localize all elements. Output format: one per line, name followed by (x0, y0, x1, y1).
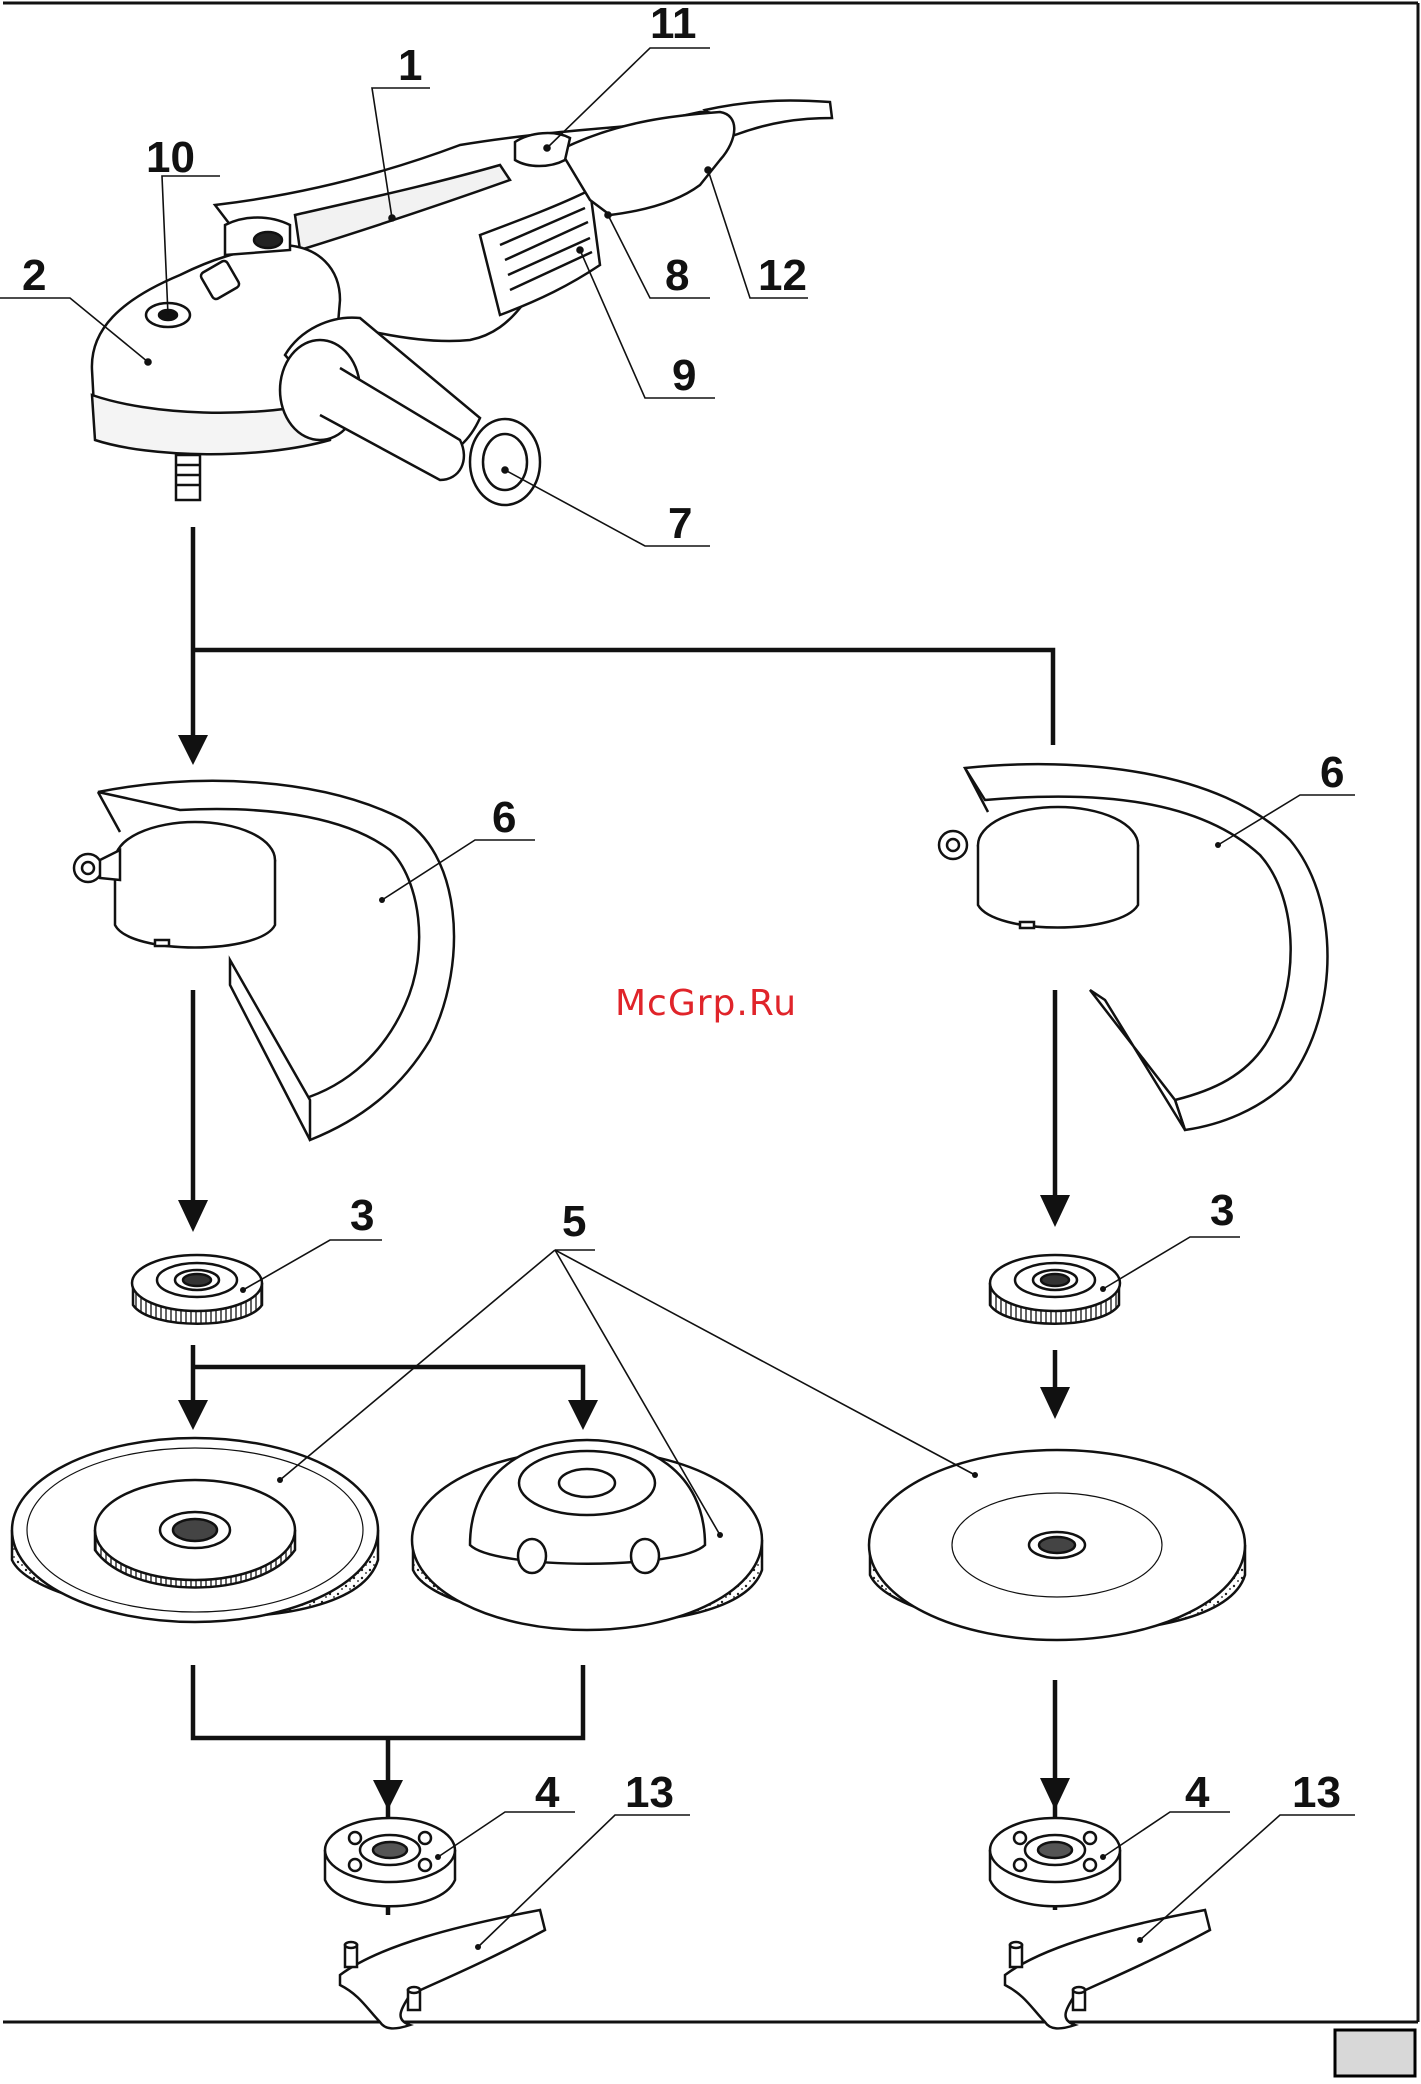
guard-right (939, 764, 1328, 1130)
flange-nut-right (990, 1255, 1120, 1324)
leader-4-right (1103, 1812, 1230, 1857)
label-3-left: 3 (350, 1191, 374, 1240)
guard-left (74, 781, 454, 1140)
label-12: 12 (758, 251, 807, 300)
label-7: 7 (668, 499, 692, 548)
disc-cup-grinding (412, 1440, 762, 1630)
label-11: 11 (650, 0, 697, 48)
label-6-left: 6 (492, 793, 516, 842)
label-5: 5 (562, 1197, 586, 1246)
leader-3-left (243, 1240, 382, 1290)
flow-arrowheads (178, 735, 1070, 1810)
inner-flange-left (325, 1818, 455, 1906)
label-4-right: 4 (1185, 1768, 1210, 1817)
label-10: 10 (146, 133, 195, 182)
label-8: 8 (665, 251, 689, 300)
disc-flat-cutting (869, 1450, 1245, 1640)
page-number-box (1335, 2030, 1415, 2076)
flow-connectors (193, 527, 1055, 1915)
label-1: 1 (398, 41, 422, 90)
leader-4-left (438, 1812, 575, 1857)
inner-flange-right (990, 1818, 1120, 1906)
label-13-right: 13 (1292, 1768, 1341, 1817)
switch-button (515, 133, 570, 166)
label-9: 9 (672, 351, 696, 400)
label-6-right: 6 (1320, 748, 1344, 797)
flange-nut-left (132, 1255, 262, 1324)
label-4-left: 4 (535, 1768, 560, 1817)
disc-depressed-center (12, 1438, 378, 1622)
spindle (176, 455, 200, 500)
label-3-right: 3 (1210, 1186, 1234, 1235)
label-13-left: 13 (625, 1768, 674, 1817)
label-2: 2 (22, 251, 46, 300)
angle-grinder (92, 100, 832, 505)
wrench-left (340, 1910, 545, 2028)
leader-3-right (1103, 1237, 1240, 1289)
watermark: McGrp.Ru (615, 983, 797, 1024)
wrench-right (1005, 1910, 1210, 2028)
